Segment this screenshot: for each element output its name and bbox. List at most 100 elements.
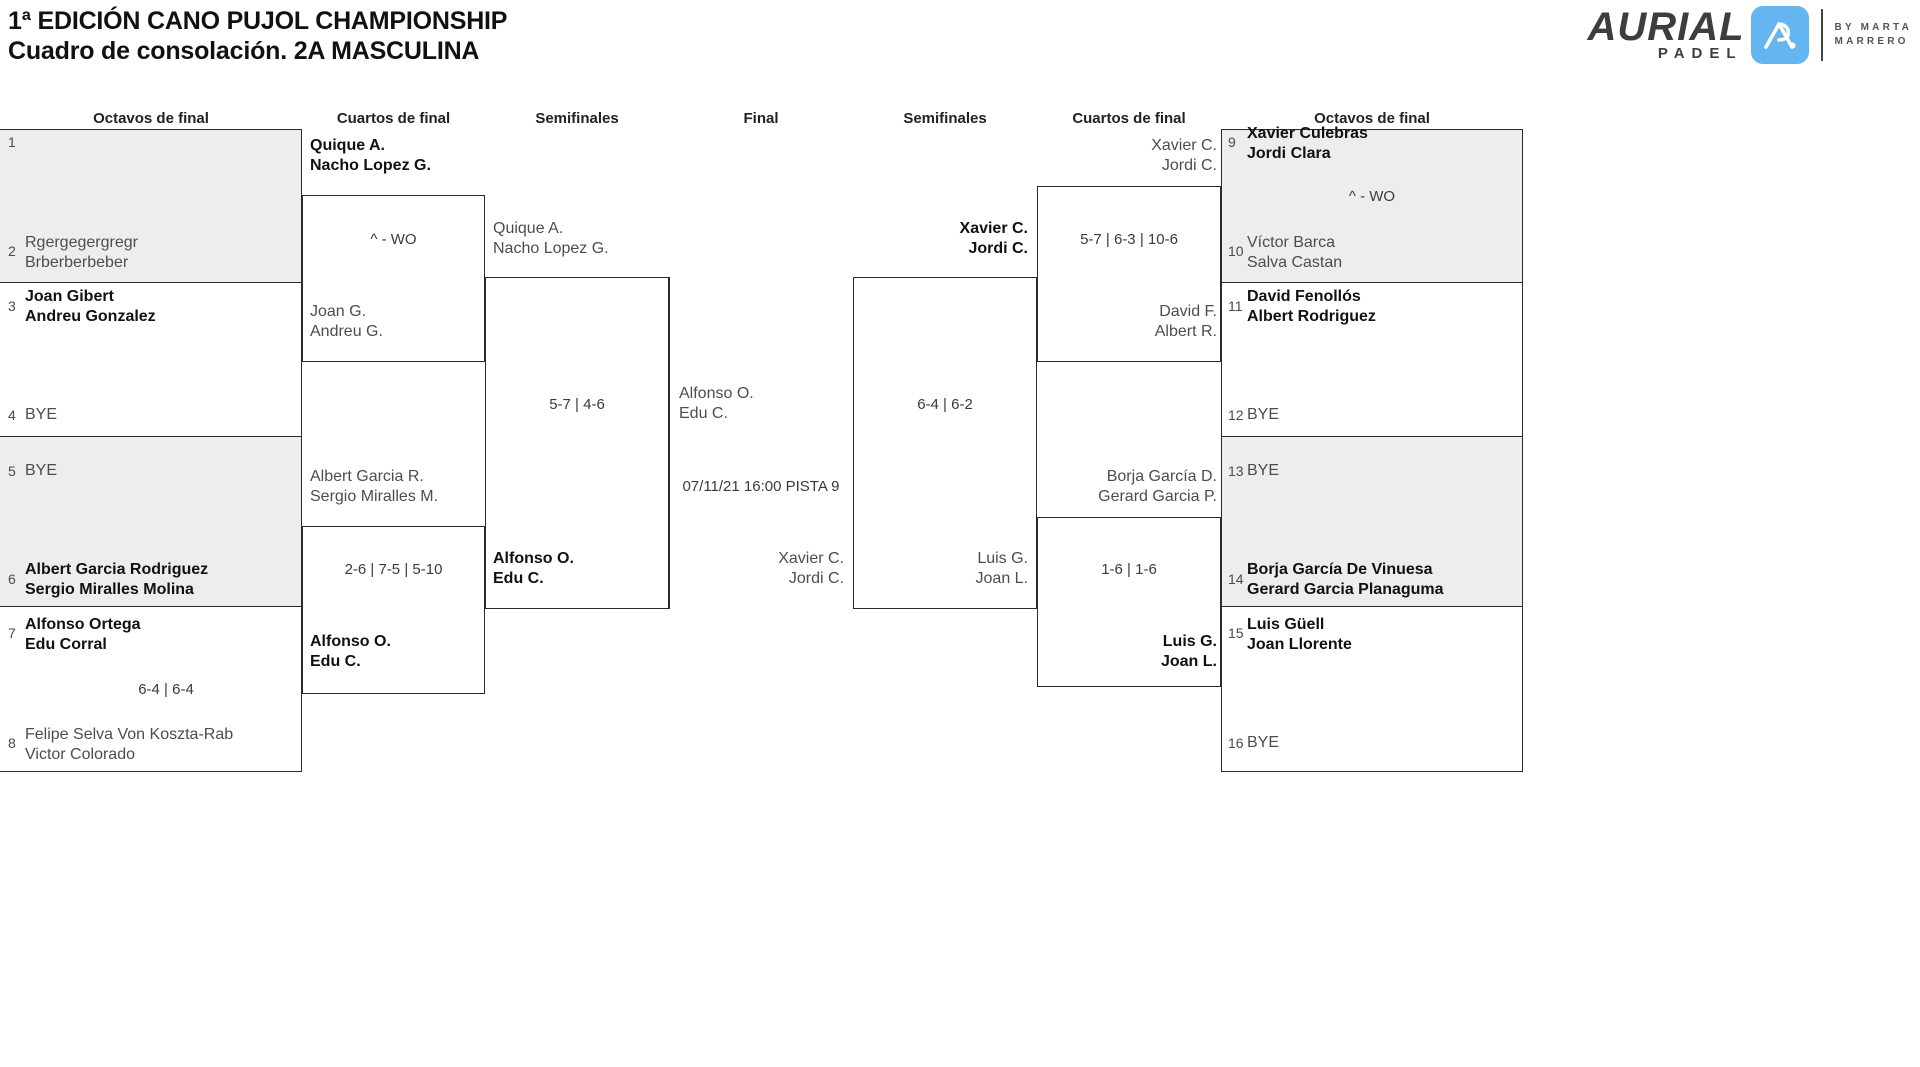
player-name-2: Gerard Garcia Planaguma (1247, 580, 1444, 598)
player-name-1: Alfonso O. (679, 385, 754, 402)
player-name-1: Alfonso Ortega (25, 616, 141, 633)
player-pair: Rgergegergregr Brberberbeber (25, 233, 138, 272)
player-pair: Borja García De Vinuesa Gerard Garcia Pl… (1247, 560, 1444, 599)
player-name-2: Edu C. (493, 569, 544, 587)
player-name-1: Víctor Barca (1247, 234, 1336, 251)
round-heading-left-r16: Octavos de final (93, 110, 209, 127)
r16-block-left-4 (0, 607, 302, 772)
player-name-1: Rgergegergregr (25, 234, 138, 251)
player-pair: Quique A. Nacho Lopez G. (493, 219, 609, 258)
player-name-1: Xavier Culebras (1247, 125, 1368, 142)
match-score: ^ - WO (1348, 188, 1396, 205)
r16-block-right-3 (1221, 437, 1523, 607)
player-pair: Joan G. Andreu G. (310, 302, 383, 341)
seed-number: 7 (8, 625, 16, 641)
round-heading-right-qf: Cuartos de final (1072, 110, 1186, 127)
final-player-pair-top: Alfonso O. Edu C. (679, 384, 754, 423)
seed-number: 14 (1228, 571, 1244, 587)
logo-divider (1820, 9, 1823, 61)
round-heading-right-sf: Semifinales (903, 110, 987, 127)
player-pair: Alfonso Ortega Edu Corral (25, 615, 141, 654)
player-name-2: Brberberbeber (25, 253, 129, 271)
player-name-2: Joan Llorente (1247, 635, 1352, 653)
qf-box-right-2 (1037, 517, 1221, 687)
player-pair: Luis G. Joan L. (1037, 632, 1217, 671)
seed-number: 13 (1228, 463, 1244, 479)
match-score: ^ - WO (370, 231, 417, 248)
r16-block-right-1 (1221, 129, 1523, 283)
player-pair: Alfonso O. Edu C. (310, 632, 391, 671)
match-score: 6-4 | 6-4 (138, 681, 194, 698)
player-name-1: Xavier C. (959, 220, 1028, 237)
player-pair: Albert Garcia Rodriguez Sergio Miralles … (25, 560, 208, 599)
round-heading-final: Final (743, 110, 779, 127)
player-name-1: BYE (25, 462, 58, 479)
player-name-1: BYE (1247, 734, 1280, 751)
logo-byline: BY MARTA MARRERO (1835, 21, 1912, 49)
player-name-1: Joan Gibert (25, 288, 114, 305)
player-name-2: Jordi Clara (1247, 144, 1331, 162)
player-name-1: Borja García De Vinuesa (1247, 561, 1433, 578)
player-pair: BYE (1247, 405, 1279, 425)
qf-box-right-1 (1037, 186, 1221, 362)
seed-number: 8 (8, 735, 16, 751)
player-name-1: David F. (1159, 303, 1217, 320)
player-name-2: Salva Castan (1247, 253, 1343, 271)
player-name-1: Quique A. (310, 137, 385, 154)
player-pair: Borja García D. Gerard Garcia P. (1037, 467, 1217, 506)
seed-number: 4 (8, 407, 16, 423)
match-score: 1-6 | 1-6 (1101, 561, 1157, 578)
player-name-1: Xavier C. (778, 550, 844, 567)
seed-number: 6 (8, 571, 16, 587)
match-score: 5-7 | 6-3 | 10-6 (1080, 231, 1178, 248)
player-name-2: Jordi C. (788, 569, 844, 587)
player-name-1: BYE (1247, 406, 1280, 423)
player-pair: BYE (1247, 733, 1279, 753)
seed-number: 12 (1228, 407, 1244, 423)
player-pair: Luis G. Joan L. (853, 549, 1028, 588)
match-score: 5-7 | 4-6 (549, 396, 605, 413)
r16-block-right-2 (1221, 283, 1523, 437)
logo-wordmark: AURIAL PADEL (1587, 5, 1745, 62)
player-name-2: Edu Corral (25, 635, 107, 653)
seed-number: 16 (1228, 735, 1244, 751)
seed-number: 9 (1228, 134, 1236, 150)
round-heading-left-sf: Semifinales (535, 110, 619, 127)
player-name-1: Alfonso O. (310, 633, 391, 650)
player-pair: Xavier C. Jordi C. (853, 219, 1028, 258)
player-name-2: Edu C. (679, 404, 728, 422)
seed-number: 5 (8, 463, 16, 479)
player-pair: David F. Albert R. (1037, 302, 1217, 341)
player-name-1: David Fenollós (1247, 288, 1361, 305)
player-pair: Xavier C. Jordi C. (1037, 136, 1217, 175)
round-heading-left-qf: Cuartos de final (336, 110, 451, 127)
seed-number: 15 (1228, 625, 1244, 641)
title-line-1: 1ª EDICIÓN CANO PUJOL CHAMPIONSHIP (8, 7, 508, 35)
player-pair: BYE (25, 405, 57, 425)
player-pair: Felipe Selva Von Koszta-Rab Victor Color… (25, 725, 233, 764)
player-name-1: BYE (25, 406, 58, 423)
player-name-1: Luis G. (977, 550, 1028, 567)
player-name-2: Victor Colorado (25, 745, 135, 763)
player-name-2: Nacho Lopez G. (310, 156, 431, 174)
player-pair: Quique A. Nacho Lopez G. (310, 136, 431, 175)
player-name-1: Albert Garcia R. (310, 468, 424, 485)
logo-brand-text: AURIAL (1587, 5, 1745, 49)
player-name-2: Sergio Miralles M. (310, 487, 439, 505)
player-name-2: Albert R. (1154, 322, 1217, 340)
logo-byline-2: MARRERO (1834, 36, 1909, 47)
final-schedule: 07/11/21 16:00 PISTA 9 (682, 478, 840, 495)
r16-block-right-4 (1221, 607, 1523, 772)
aurial-padel-logo: AURIAL PADEL BY MARTA MARRERO (1587, 4, 1912, 66)
player-pair: Víctor Barca Salva Castan (1247, 233, 1342, 272)
player-name-1: Alfonso O. (493, 550, 574, 567)
sf-box-right (853, 277, 1037, 609)
player-pair: BYE (25, 461, 57, 481)
seed-number: 11 (1228, 298, 1243, 314)
match-score: 6-4 | 6-2 (917, 396, 973, 413)
player-name-1: Xavier C. (1151, 137, 1217, 154)
player-name-1: Borja García D. (1106, 468, 1217, 485)
round-heading-right-r16: Octavos de final (1314, 110, 1430, 127)
player-name-2: Andreu Gonzalez (25, 307, 156, 325)
